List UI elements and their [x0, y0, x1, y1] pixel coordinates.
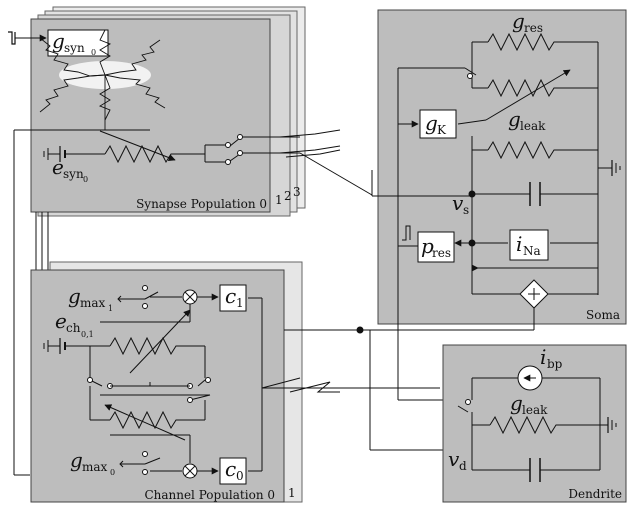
svg-text:res: res [524, 21, 543, 35]
synapse-stack-number-1: 1 [275, 193, 283, 207]
svg-text:Na: Na [523, 244, 541, 258]
dendrite-title: Dendrite [568, 487, 622, 501]
g-k-variable-arrow [485, 69, 571, 121]
population-interconnect-wires [13, 129, 60, 475]
svg-text:i: i [516, 232, 522, 256]
synapse-to-soma-bus [279, 129, 373, 196]
synapse-resistor-star [39, 29, 166, 131]
g-syn-subsubscript: 0 [91, 48, 96, 57]
dendrite-g-leak-resistor [489, 415, 600, 435]
svg-text:1: 1 [108, 304, 113, 313]
soma-panel [377, 9, 627, 325]
g-syn-symbol: g [52, 29, 65, 53]
svg-text:g: g [510, 391, 523, 415]
svg-text:i: i [540, 345, 546, 369]
e-syn-subscript: syn [63, 167, 84, 181]
soma-g-leak-label: g leak [508, 107, 546, 133]
svg-text:e: e [55, 309, 67, 333]
soma-network [356, 32, 621, 334]
i-na-box: i Na [509, 229, 549, 261]
synapse-stack-number-3: 3 [293, 185, 301, 199]
svg-text:g: g [512, 9, 525, 33]
e-syn-subsubscript: 0 [83, 175, 88, 184]
v-d-label: v d [448, 447, 467, 473]
svg-text:leak: leak [522, 403, 548, 417]
svg-text:g: g [68, 284, 81, 308]
svg-text:p: p [421, 234, 434, 258]
svg-text:max: max [80, 296, 106, 310]
v-s-label: v s [452, 191, 469, 217]
dendrite-g-leak-label: g leak [510, 391, 548, 417]
g-syn-box: g syn 0 [47, 29, 109, 57]
svg-text:bp: bp [547, 357, 563, 371]
c1-box: c 1 [219, 284, 247, 312]
soma-title: Soma [586, 308, 620, 322]
g-k-resistor [487, 78, 598, 98]
svg-text:v: v [448, 447, 460, 471]
spike-input-icon [8, 31, 16, 45]
svg-text:res: res [432, 246, 451, 260]
svg-text:K: K [437, 123, 447, 137]
soma-g-leak-resistor [487, 140, 598, 160]
e-syn-branch: e syn 0 [43, 130, 205, 184]
svg-text:ch: ch [66, 321, 81, 335]
i-bp-label: i bp [540, 345, 563, 371]
g-syn-subscript: syn [64, 41, 85, 55]
channel-stack-number-1: 1 [288, 486, 296, 500]
g-max0-switch [119, 451, 219, 479]
channel-bus [248, 297, 440, 472]
channel-resistor-lower [109, 410, 205, 430]
dendrite-network [457, 365, 617, 482]
p-res-box: p res [417, 231, 455, 263]
channel-network [87, 309, 211, 463]
e-syn-resistor [104, 144, 205, 164]
svg-text:max: max [82, 460, 108, 474]
synapse-population-title: Synapse Population 0 [136, 197, 267, 211]
synapse-variable-arrow [99, 130, 176, 161]
channel-lower-variable-arrow [104, 404, 186, 441]
g-res-label: g res [512, 9, 543, 35]
g-max0-label: g max 0 [70, 448, 115, 477]
channel-upper-variable-arrow [129, 309, 191, 374]
svg-text:s: s [463, 203, 469, 217]
svg-text:1: 1 [236, 296, 244, 310]
svg-text:c: c [225, 284, 236, 308]
svg-text:0,1: 0,1 [81, 330, 94, 339]
soma-dendrite-wires [14, 170, 472, 476]
svg-text:v: v [452, 191, 464, 215]
e-syn-symbol: e [52, 155, 64, 179]
svg-text:g: g [70, 448, 83, 472]
g-k-box: g K [419, 109, 457, 139]
svg-text:g: g [508, 107, 521, 131]
g-max1-switch [100, 285, 219, 323]
soma-panel-group: Soma [377, 9, 627, 325]
p-res-spike-icon [402, 225, 411, 241]
svg-text:0: 0 [236, 469, 244, 483]
e-ch-label: e ch 0,1 [55, 309, 94, 339]
channel-battery [43, 338, 90, 354]
svg-text:d: d [459, 459, 467, 473]
c0-box: c 0 [219, 457, 247, 485]
svg-text:leak: leak [520, 119, 546, 133]
g-max1-label: g max 1 [68, 284, 113, 313]
synapse-switch [204, 134, 300, 165]
synapse-stack-number-2: 2 [284, 189, 292, 203]
svg-text:0: 0 [110, 468, 115, 477]
svg-text:g: g [425, 111, 438, 135]
channel-population-title: Channel Population 0 [144, 488, 275, 502]
g-res-resistor-upper [487, 32, 598, 52]
svg-text:c: c [225, 457, 236, 481]
channel-resistor-upper [109, 336, 205, 356]
